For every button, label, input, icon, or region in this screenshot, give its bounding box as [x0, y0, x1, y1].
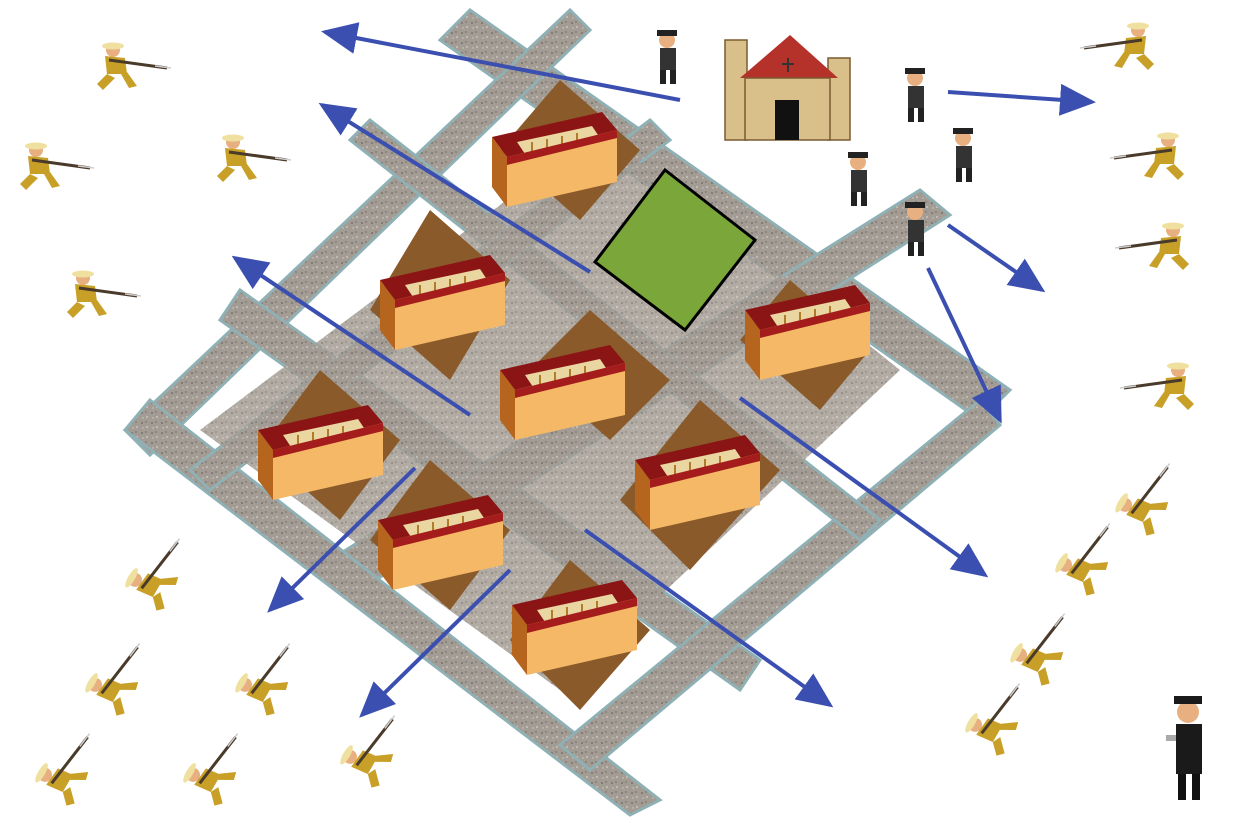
church-tower	[724, 39, 748, 141]
soldier	[1051, 511, 1129, 599]
soldier	[18, 141, 96, 192]
soldier	[1115, 223, 1189, 271]
soldier	[336, 703, 414, 791]
street	[122, 7, 593, 458]
arrows	[231, 22, 1096, 718]
arrow-southwest-lower	[359, 568, 512, 718]
official	[953, 128, 973, 182]
soldier	[121, 526, 199, 614]
church-tower	[827, 57, 851, 141]
official	[848, 152, 868, 206]
soldier	[81, 631, 159, 719]
arrow-southwest-upper	[267, 466, 417, 613]
church	[724, 35, 851, 141]
soldier	[1120, 363, 1194, 411]
arrow-east-middle	[946, 223, 1046, 293]
soldier	[231, 631, 309, 719]
arrow-east-upper	[947, 83, 1096, 116]
soldier	[95, 41, 173, 92]
arrow-southeast-middle	[738, 396, 989, 578]
arrow-southeast-lower	[583, 528, 834, 708]
soldier	[1006, 601, 1084, 689]
arrow-west	[231, 255, 472, 417]
street	[122, 397, 663, 817]
soldier	[31, 721, 109, 809]
arrow-northwest-middle	[318, 102, 592, 274]
soldier	[1080, 23, 1154, 71]
soldier	[179, 721, 257, 809]
church-roof	[740, 35, 838, 78]
official	[905, 68, 925, 122]
arrow-northwest-upper	[321, 22, 681, 102]
policeman	[1166, 696, 1202, 800]
official	[657, 30, 677, 84]
soldier	[961, 671, 1039, 759]
arrow-southeast-upper	[926, 267, 1002, 424]
soldier	[65, 269, 143, 320]
official	[905, 202, 925, 256]
soldier	[215, 133, 293, 184]
soldier	[1111, 451, 1189, 539]
soldier	[1110, 133, 1184, 181]
church-door	[775, 100, 799, 140]
plaza	[592, 167, 758, 333]
